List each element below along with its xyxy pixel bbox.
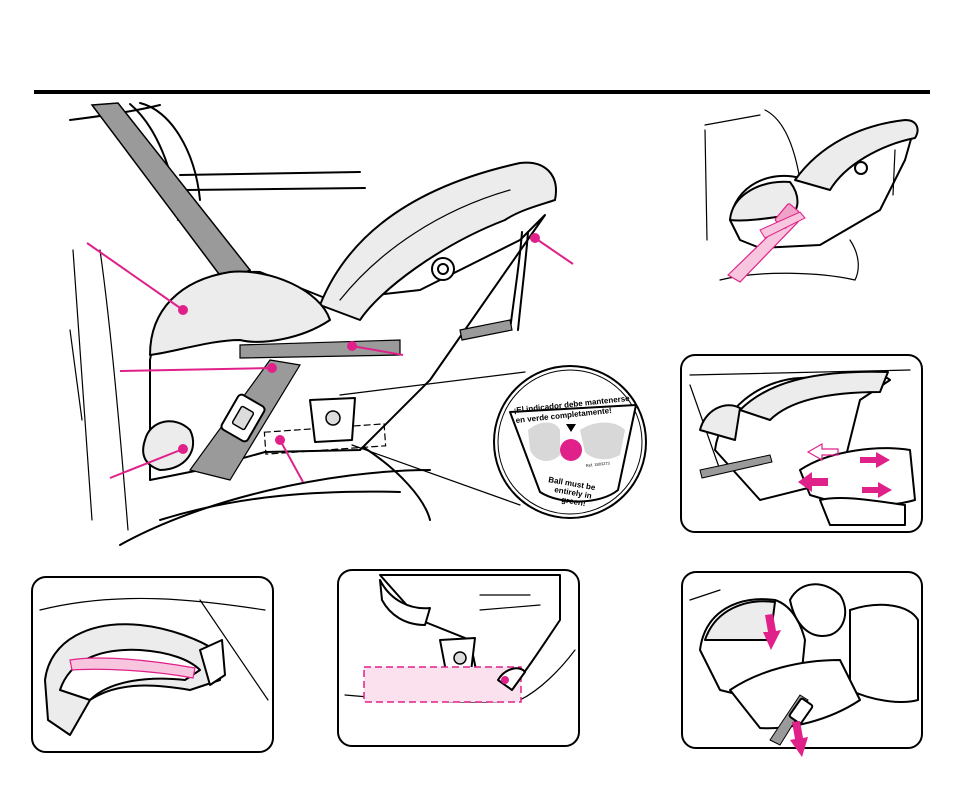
callout-dot bbox=[178, 444, 188, 454]
indicator-magnifier: ¡El indicador debe mantenerse en verde c… bbox=[494, 366, 646, 518]
callout-dot bbox=[347, 341, 357, 351]
panel-top-right bbox=[705, 110, 918, 282]
shoulder-belt bbox=[92, 103, 250, 282]
callout-dot bbox=[275, 435, 285, 445]
callout-dot bbox=[267, 363, 277, 373]
main-illustration bbox=[70, 103, 556, 545]
indicator-ball bbox=[560, 439, 582, 461]
callout-dot bbox=[178, 305, 188, 315]
panel-base-latch bbox=[338, 570, 579, 746]
panel-install-base bbox=[681, 355, 922, 532]
callout-dot bbox=[530, 233, 540, 243]
latch-highlight bbox=[364, 667, 521, 702]
panel-place-child bbox=[682, 572, 922, 757]
panel-handle bbox=[32, 577, 273, 752]
